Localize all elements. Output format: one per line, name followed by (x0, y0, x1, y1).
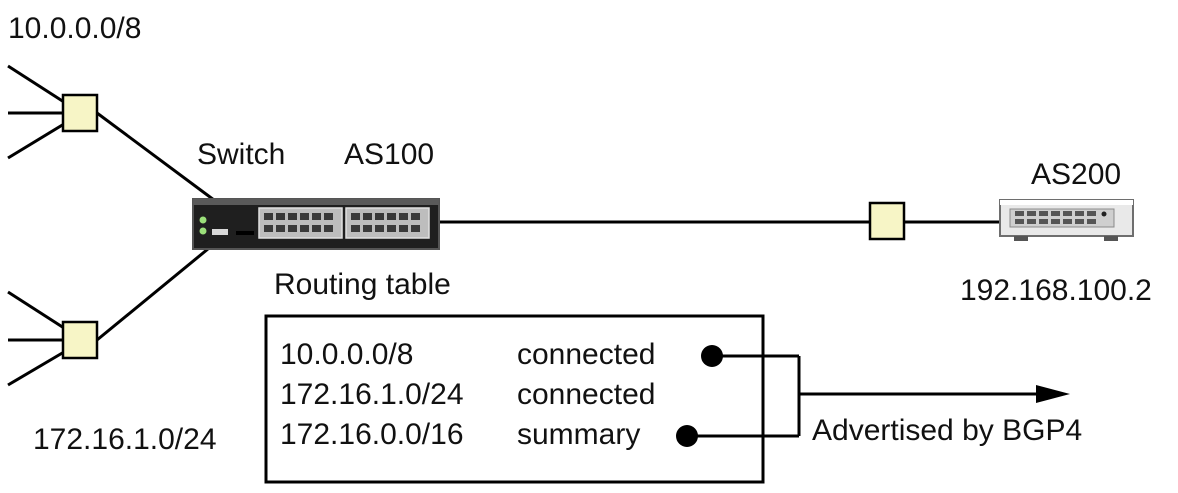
link-lower-left-1 (7, 290, 65, 330)
advertise-connectors (687, 354, 1040, 438)
network-label-bottom: 172.16.1.0/24 (33, 423, 217, 456)
as200-label: AS200 (1031, 158, 1122, 191)
advertise-arrow-head (1036, 385, 1070, 403)
as100-label: AS100 (344, 138, 435, 171)
link-upper-left-3 (7, 122, 65, 160)
router-icon (999, 199, 1134, 241)
switch-label: Switch (197, 138, 286, 171)
link-lower-hub-to-switch (96, 242, 215, 342)
lower-hub-icon (61, 320, 99, 360)
upper-hub-links (7, 64, 215, 202)
route-type: connected (517, 338, 656, 371)
route-dot-bottom (676, 425, 698, 447)
link-upper-hub-to-switch (96, 111, 215, 202)
switch-icon (192, 198, 440, 250)
lower-hub-links (7, 242, 215, 387)
route-network: 172.16.0.0/16 (280, 418, 464, 451)
route-type: connected (517, 378, 656, 411)
link-lower-left-3 (7, 350, 65, 387)
route-type: summary (517, 418, 641, 451)
peer-hub-icon (868, 201, 906, 241)
route-network: 172.16.1.0/24 (280, 378, 464, 411)
routing-table-box (264, 314, 765, 484)
peer-ip-label: 192.168.100.2 (960, 274, 1152, 307)
network-label-top: 10.0.0.0/8 (8, 12, 142, 45)
advertised-label: Advertised by BGP4 (812, 414, 1083, 447)
link-upper-left-1 (7, 64, 65, 104)
route-network: 10.0.0.0/8 (280, 338, 414, 371)
upper-hub-icon (61, 93, 99, 133)
routing-table-title: Routing table (274, 268, 451, 301)
route-dot-top (701, 345, 723, 367)
